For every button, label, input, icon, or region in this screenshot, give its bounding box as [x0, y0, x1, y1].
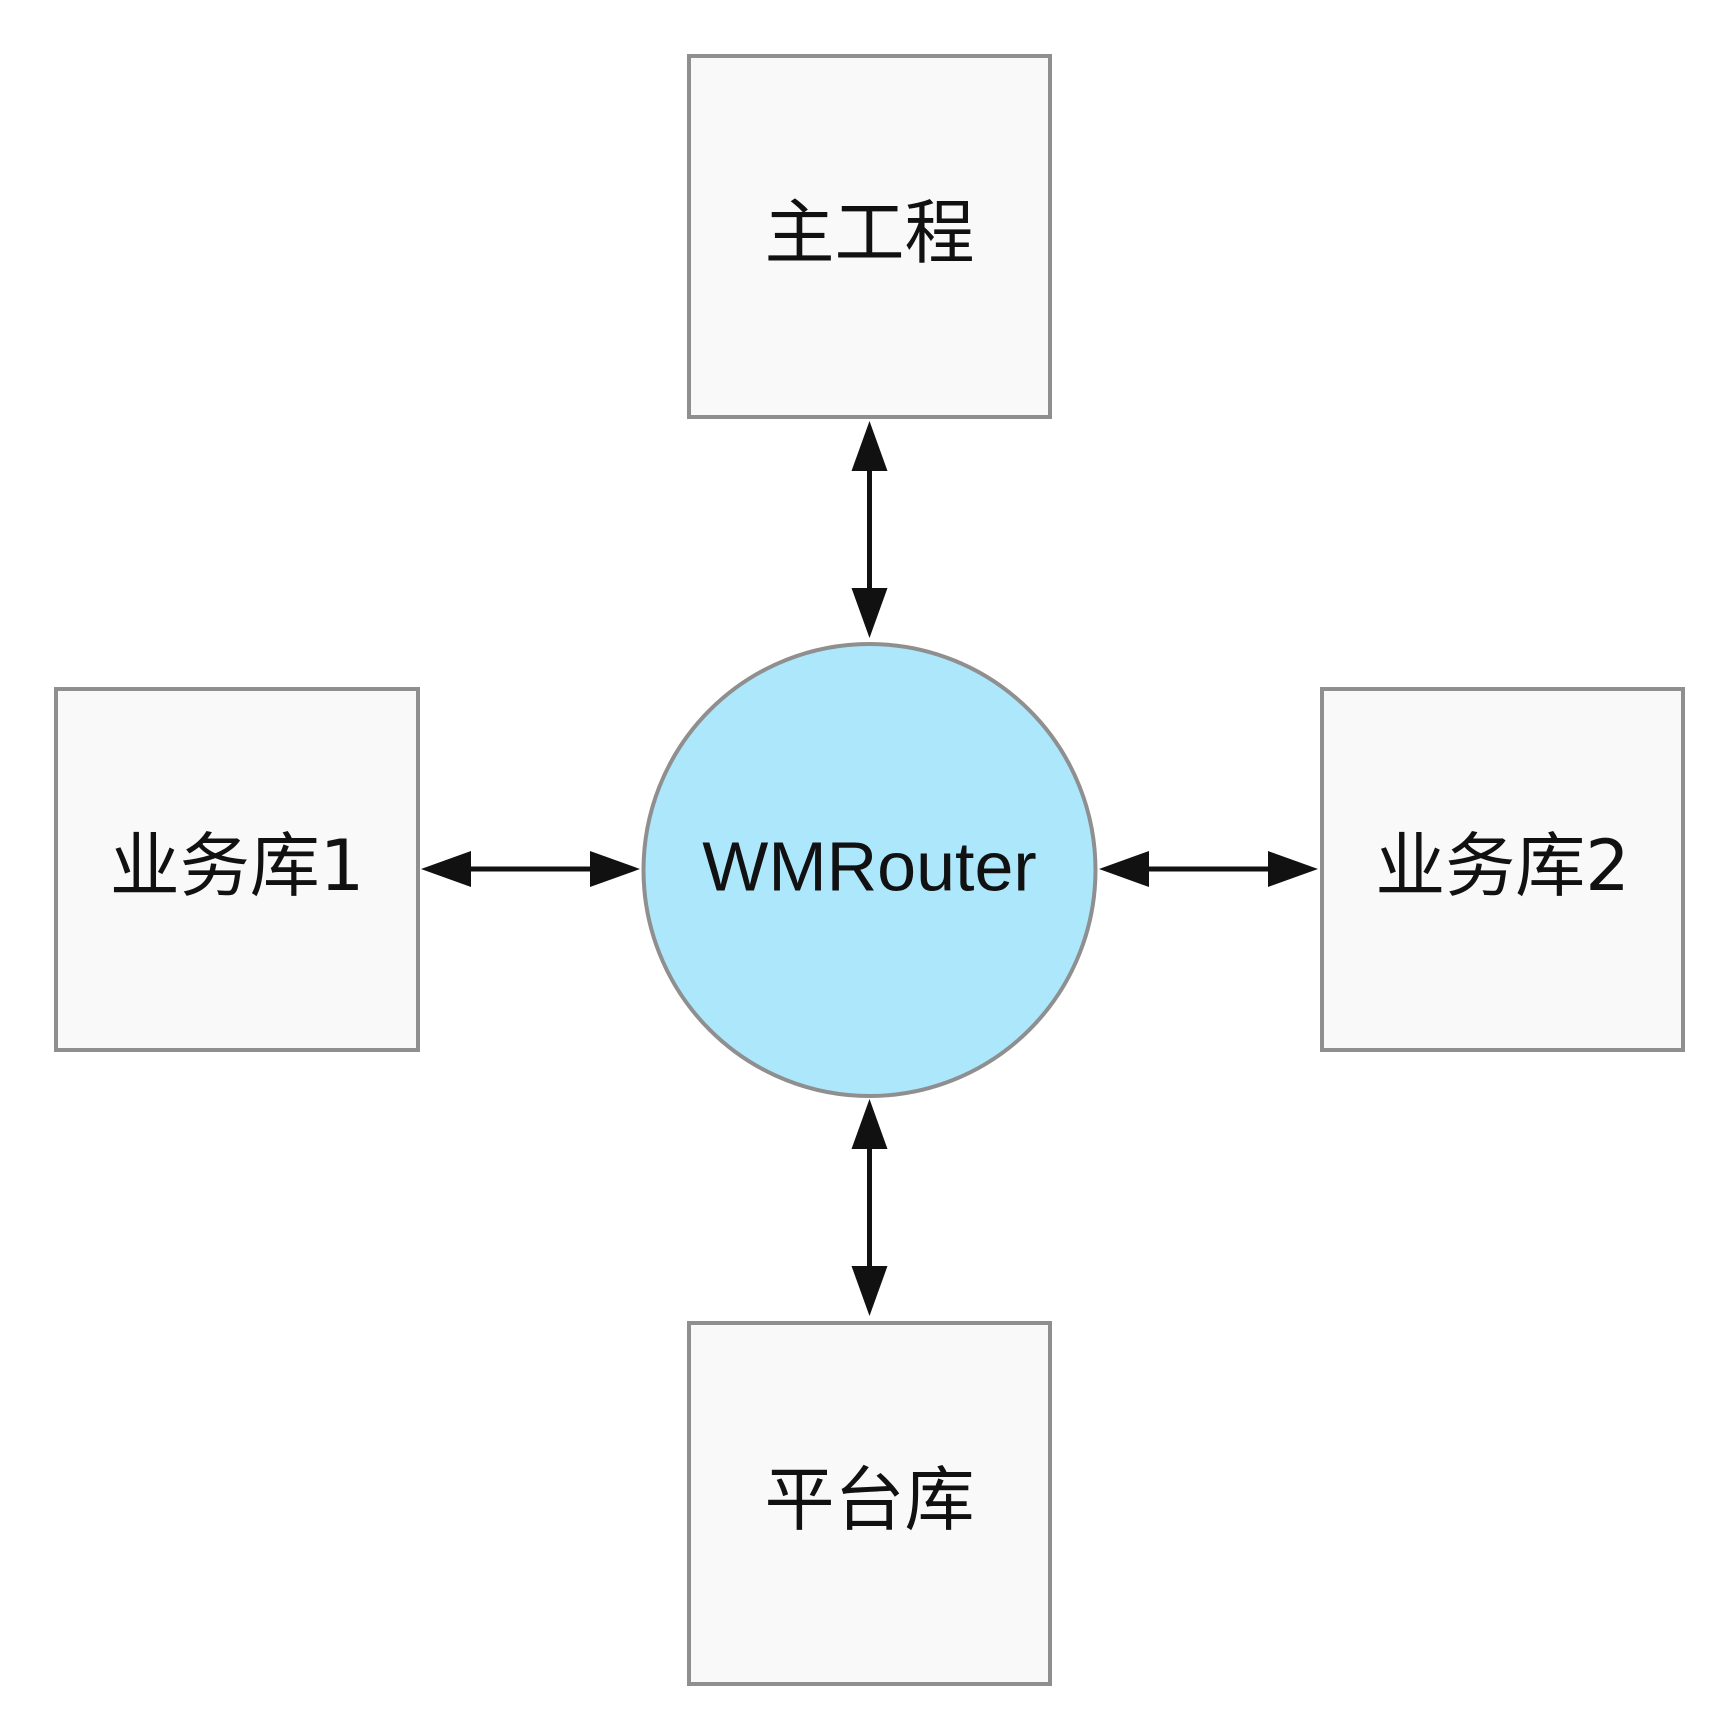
- node-business-lib-2: 业务库2: [1320, 687, 1685, 1052]
- arrow-down-icon: [851, 588, 888, 638]
- node-main-project: 主工程: [687, 54, 1052, 419]
- node-platform-lib-label: 平台库: [765, 1459, 975, 1541]
- arrow-right-icon: [590, 851, 640, 887]
- hub-wmrouter-circle: [641, 642, 1098, 1098]
- arrow-right-icon: [1268, 851, 1318, 887]
- hub-wmrouter-label: WMRouter: [702, 827, 1036, 905]
- node-business-lib-1-label: 业务库1: [110, 825, 365, 907]
- edge-business-lib-1-hub: [421, 851, 640, 887]
- node-business-lib-1: 业务库1: [54, 687, 420, 1052]
- node-platform-lib-box: [687, 1321, 1052, 1686]
- node-business-lib-2-box: [1320, 687, 1685, 1052]
- arrow-up-icon: [851, 421, 888, 471]
- node-main-project-box: [687, 54, 1052, 419]
- node-business-lib-2-label: 业务库2: [1375, 825, 1630, 907]
- arrow-left-icon: [1099, 851, 1149, 887]
- edge-main-project-hub: [851, 421, 888, 638]
- hub-wmrouter: WMRouter: [641, 642, 1098, 1098]
- arrow-left-icon: [421, 851, 471, 887]
- node-main-project-label: 主工程: [765, 192, 975, 274]
- node-business-lib-1-box: [54, 687, 420, 1052]
- node-platform-lib: 平台库: [687, 1321, 1052, 1686]
- edge-business-lib-2-hub: [1099, 851, 1318, 887]
- arrow-up-icon: [851, 1099, 888, 1149]
- arrow-down-icon: [851, 1266, 888, 1316]
- edge-platform-lib-hub: [851, 1099, 888, 1316]
